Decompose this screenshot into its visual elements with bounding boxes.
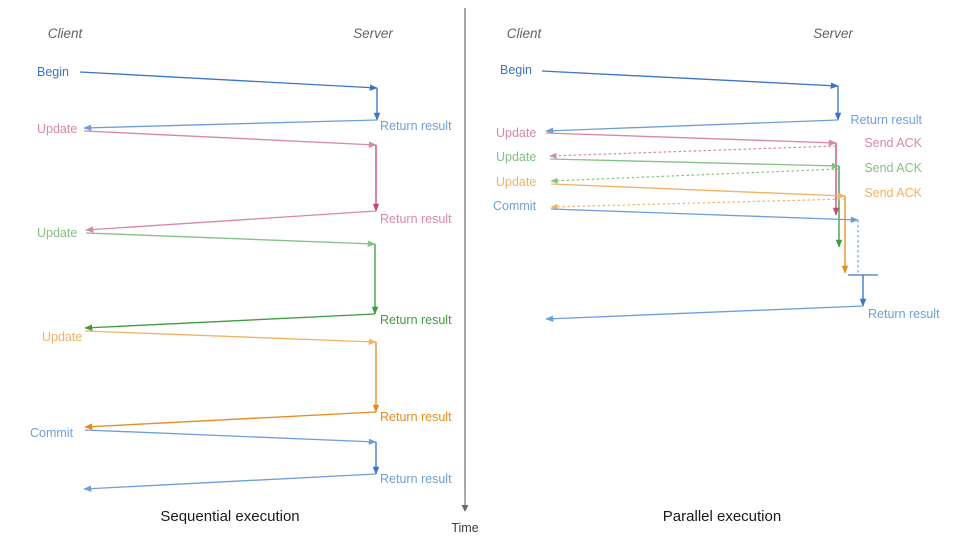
update-1-request-line xyxy=(545,132,837,146)
commit-return-result-label: Return result xyxy=(380,472,452,486)
message-update-2-send-ack: Send ACK xyxy=(550,161,923,184)
time-axis: Time xyxy=(451,8,479,535)
message-update-1-return-result: Return result xyxy=(85,210,452,233)
message-update-3-request: Update xyxy=(42,330,377,345)
update-2-return-result-line xyxy=(84,313,376,331)
begin-return-result-label: Return result xyxy=(850,113,922,127)
message-update-1-request: Update xyxy=(496,126,837,146)
message-update-2-request: Update xyxy=(37,226,376,247)
message-update-2-request: Update xyxy=(496,150,840,170)
update-1-request-line xyxy=(83,130,377,148)
message-update-3-send-ack: Send ACK xyxy=(550,186,923,210)
message-commit-return-result: Return result xyxy=(545,305,940,322)
message-commit-return-result: Return result xyxy=(83,472,452,492)
update-1-return-result-line xyxy=(85,210,377,233)
update-1-send-ack-label: Send ACK xyxy=(864,136,922,150)
message-commit-request: Commit xyxy=(30,426,377,445)
update-3-request-label: Update xyxy=(496,175,536,189)
time-axis-label: Time xyxy=(451,521,478,535)
message-begin-return-result: Return result xyxy=(83,119,452,133)
update-1-request-label: Update xyxy=(496,126,536,140)
message-update-3-request: Update xyxy=(496,175,846,199)
update-3-request-line xyxy=(550,183,846,199)
begin-request-line xyxy=(541,70,839,89)
commit-request-label: Commit xyxy=(493,199,537,213)
update-2-request-label: Update xyxy=(496,150,536,164)
update-2-request-line xyxy=(549,158,840,170)
message-update-1-request: Update xyxy=(37,122,377,148)
commit-request-line xyxy=(84,429,377,445)
commit-return-result-line xyxy=(83,473,377,492)
update-2-send-ack-label: Send ACK xyxy=(864,161,922,175)
caption-parallel: Parallel execution xyxy=(663,508,781,525)
message-begin-request: Begin xyxy=(500,63,839,89)
commit-request-line xyxy=(550,208,859,223)
client-lane-label: Client xyxy=(48,26,84,41)
commit-return-result-line xyxy=(545,305,864,322)
begin-request-line xyxy=(79,71,378,91)
update-3-send-ack-line xyxy=(550,198,846,210)
update-3-return-result-line xyxy=(84,411,377,430)
message-begin-request: Begin xyxy=(37,65,378,91)
update-3-request-label: Update xyxy=(42,330,82,344)
message-update-3-return-result: Return result xyxy=(84,410,452,430)
begin-request-label: Begin xyxy=(37,65,69,79)
begin-return-result-line xyxy=(545,119,839,134)
message-update-1-send-ack: Send ACK xyxy=(549,136,923,159)
update-1-request-label: Update xyxy=(37,122,77,136)
update-3-send-ack-label: Send ACK xyxy=(864,186,922,200)
update-3-request-line xyxy=(84,330,377,345)
update-2-request-label: Update xyxy=(37,226,77,240)
begin-return-result-label: Return result xyxy=(380,119,452,133)
update-2-request-line xyxy=(85,232,376,247)
server-lane-label: Server xyxy=(813,26,853,41)
begin-request-label: Begin xyxy=(500,63,532,77)
commit-request-label: Commit xyxy=(30,426,74,440)
server-lane-label: Server xyxy=(353,26,393,41)
message-begin-return-result: Return result xyxy=(545,113,923,134)
message-commit-request: Commit xyxy=(493,199,859,223)
time-axis-arrowhead xyxy=(461,505,469,512)
begin-return-result-line xyxy=(83,119,378,132)
update-2-send-ack-line xyxy=(550,168,840,184)
commit-return-result-label: Return result xyxy=(868,307,940,321)
update-3-return-result-label: Return result xyxy=(380,410,452,424)
update-1-send-ack-line xyxy=(549,145,837,159)
update-2-return-result-label: Return result xyxy=(380,313,452,327)
update-1-return-result-label: Return result xyxy=(380,212,452,226)
client-lane-label: Client xyxy=(507,26,543,41)
message-update-2-return-result: Return result xyxy=(84,313,452,331)
caption-sequential: Sequential execution xyxy=(160,508,299,525)
